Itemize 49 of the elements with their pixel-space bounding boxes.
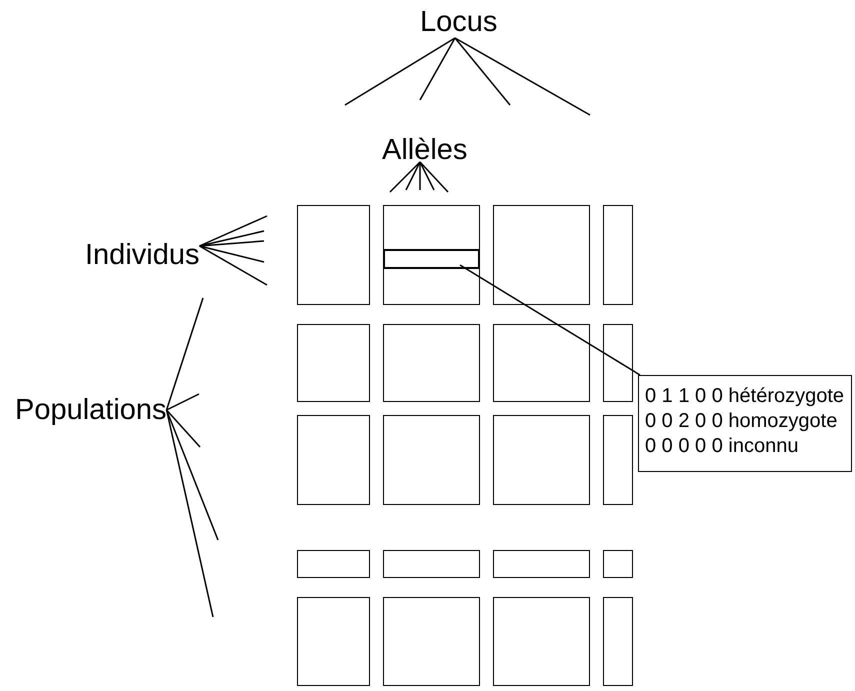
matrix-block (297, 415, 370, 505)
matrix-block (297, 550, 370, 578)
leader-line (199, 230, 264, 247)
genotype-line: 0 0 2 0 0 homozygote (645, 409, 838, 434)
leader-line (199, 245, 268, 286)
leader-line (199, 215, 268, 247)
matrix-block (297, 324, 370, 402)
heading-label: Locus (420, 6, 498, 38)
callout-tooltip (638, 375, 852, 472)
leader-line (460, 264, 640, 376)
matrix-block (603, 415, 633, 505)
heading-label: Allèles (382, 134, 468, 166)
matrix-block (493, 205, 590, 305)
genotype-line: 0 1 1 0 0 hétérozygote (645, 384, 846, 409)
matrix-block (297, 205, 370, 305)
matrix-block (493, 597, 590, 686)
leader-line (344, 37, 456, 106)
leader-line (166, 410, 214, 618)
leader-line (419, 162, 435, 190)
matrix-block (383, 550, 480, 578)
heading-label: Populations (15, 394, 167, 426)
heading-label: Individus (85, 239, 200, 271)
leader-line (454, 37, 590, 116)
matrix-block (297, 597, 370, 686)
leader-line (389, 161, 421, 193)
leader-line (166, 410, 201, 448)
matrix-block (603, 550, 633, 578)
leader-line (454, 38, 511, 106)
leader-line (419, 38, 456, 100)
leader-line (166, 410, 219, 540)
leader-line (199, 245, 264, 263)
leader-line (419, 161, 449, 193)
matrix-block (383, 205, 480, 305)
leader-line (166, 298, 204, 410)
leader-line (166, 393, 200, 411)
matrix-block (603, 205, 633, 305)
genotype-line: 0 0 0 0 0 inconnu (645, 434, 800, 459)
matrix-block (383, 415, 480, 505)
row-bar (382, 248, 480, 268)
matrix-block (383, 597, 480, 686)
leader-line (405, 162, 421, 190)
leader-line (199, 240, 264, 247)
matrix-block (603, 597, 633, 686)
leader-line (419, 162, 421, 190)
matrix-block (493, 324, 590, 402)
matrix-block (493, 550, 590, 578)
matrix-block (493, 415, 590, 505)
matrix-block (383, 324, 480, 402)
matrix-block (603, 324, 633, 402)
